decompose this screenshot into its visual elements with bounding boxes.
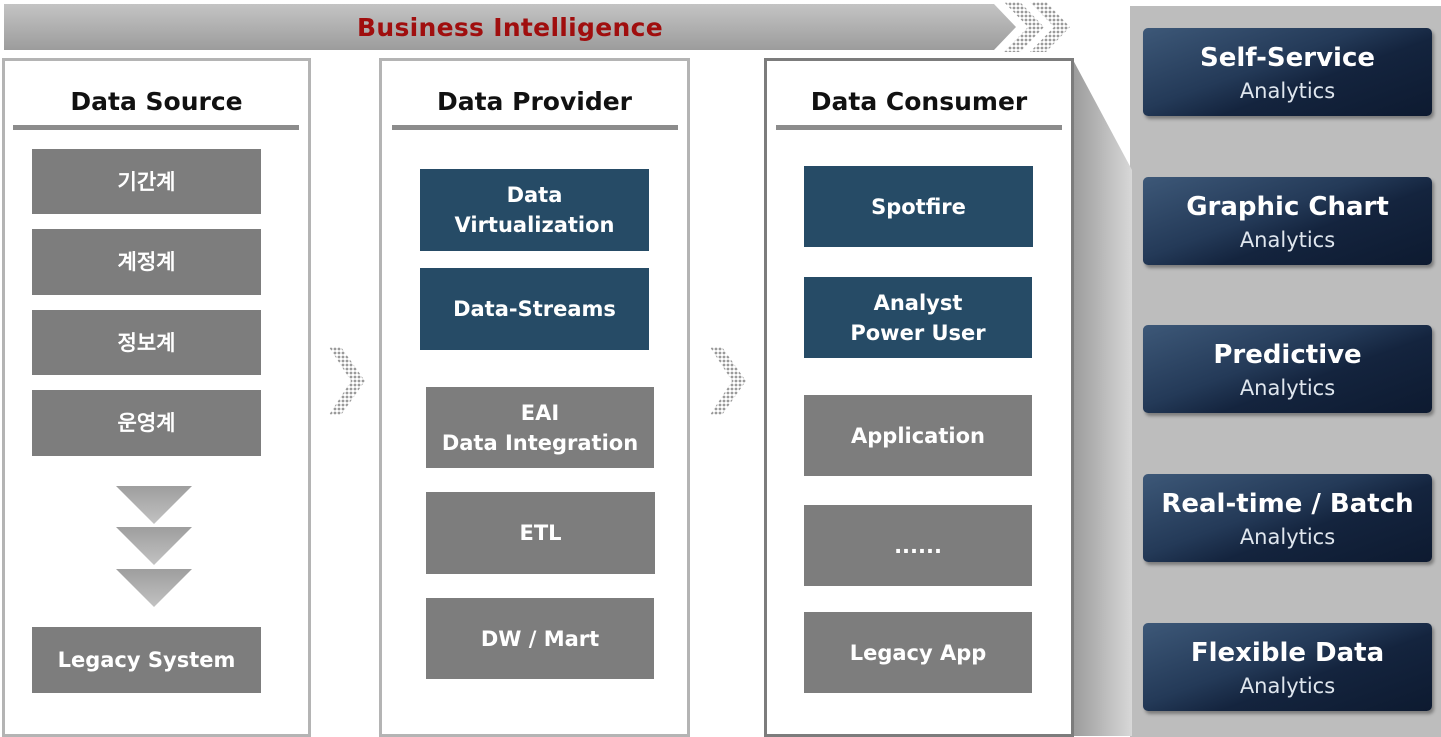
source-item: 계정계	[32, 229, 261, 295]
panel-divider	[13, 125, 299, 130]
analytics-card-graphic-chart: Graphic Chart Analytics	[1143, 177, 1432, 265]
consumer-item-spotfire: Spotfire	[804, 166, 1033, 247]
analytics-card-title: Predictive	[1213, 340, 1362, 370]
analytics-card-subtitle: Analytics	[1239, 376, 1336, 400]
source-item: 기간계	[32, 149, 261, 214]
consumer-item-ellipsis: ......	[804, 505, 1032, 586]
analytics-card-title: Flexible Data	[1190, 638, 1385, 668]
provider-item-eai: EAI Data Integration	[426, 387, 654, 468]
panel-divider	[776, 125, 1062, 130]
projection-wedge	[1072, 58, 1132, 736]
panel-title: Data Consumer	[810, 87, 1028, 116]
consumer-item-legacy-app: Legacy App	[804, 612, 1032, 693]
analytics-card-subtitle: Analytics	[1239, 228, 1336, 252]
chevron-right-icon	[710, 347, 746, 415]
provider-item-data-virtualization: Data Virtualization	[420, 169, 649, 251]
double-chevron-icon	[1004, 2, 1070, 52]
source-item: 운영계	[32, 390, 261, 456]
analytics-card-subtitle: Analytics	[1239, 674, 1336, 698]
down-arrows-icon	[116, 486, 192, 607]
consumer-item-application: Application	[804, 395, 1032, 476]
panel-title: Data Provider	[436, 87, 633, 116]
panel-title: Data Source	[70, 87, 243, 116]
provider-item-dw-mart: DW / Mart	[426, 598, 654, 679]
chevron-right-icon	[329, 347, 365, 415]
legacy-system-box: Legacy System	[32, 627, 261, 693]
analytics-card-predictive: Predictive Analytics	[1143, 325, 1432, 413]
analytics-card-subtitle: Analytics	[1239, 525, 1336, 549]
analytics-card-title: Graphic Chart	[1186, 192, 1389, 222]
analytics-card-flexible-data: Flexible Data Analytics	[1143, 623, 1432, 711]
provider-item-data-streams: Data-Streams	[420, 268, 649, 350]
panel-divider	[392, 125, 678, 130]
analytics-card-title: Real-time / Batch	[1161, 489, 1414, 519]
banner-arrow	[4, 4, 1016, 50]
analytics-card-realtime-batch: Real-time / Batch Analytics	[1143, 474, 1432, 562]
analytics-card-subtitle: Analytics	[1239, 79, 1336, 103]
analytics-card-title: Self-Service	[1199, 43, 1375, 73]
provider-item-etl: ETL	[426, 492, 655, 574]
banner-title: Business Intelligence	[357, 12, 663, 42]
analytics-card-self-service: Self-Service Analytics	[1143, 28, 1432, 116]
source-item: 정보계	[32, 310, 261, 375]
consumer-item-analyst-power-user: Analyst Power User	[804, 277, 1032, 358]
